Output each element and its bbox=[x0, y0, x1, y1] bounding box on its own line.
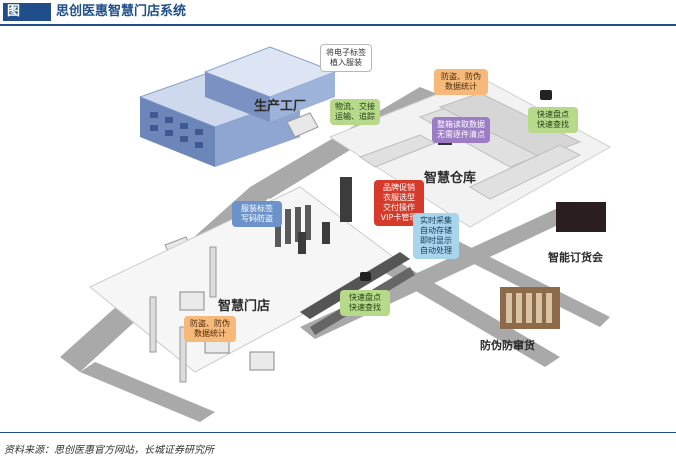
warehouse-label: 智慧仓库 bbox=[424, 171, 477, 186]
mannequin-icon bbox=[298, 177, 352, 254]
handheld-reader-icon bbox=[360, 272, 371, 281]
callout-quick-inventory-right: 快速盘点 快速查找 bbox=[528, 107, 578, 133]
footer-divider bbox=[0, 432, 676, 433]
smart-store-diagram: 生产工厂 智慧仓库 智慧门店 智能订货会 防伪防窜货 将电子标签 植入服装 物流… bbox=[0, 27, 676, 430]
road-right bbox=[420, 227, 610, 327]
diagram-illustration bbox=[60, 46, 612, 422]
callout-batch-read: 整箱读取数据 无需逐件清点 bbox=[432, 117, 490, 143]
callout-tag-implant: 将电子标签 植入服装 bbox=[320, 44, 372, 72]
road-lower-right bbox=[375, 257, 560, 367]
anti-counterfeit-label: 防伪防窜货 bbox=[480, 339, 535, 352]
callout-anti-theft-stats-store: 防盗、防伪 数据统计 bbox=[184, 316, 236, 342]
ordering-label: 智能订货会 bbox=[548, 251, 603, 264]
figure-title: 思创医惠智慧门店系统 bbox=[56, 4, 187, 19]
figure-header: 图 21： 思创医惠智慧门店系统 bbox=[0, 0, 676, 37]
ordering-event-photo bbox=[556, 202, 606, 232]
warehouse-shelves-icon bbox=[358, 92, 582, 200]
clothing-photo-detail bbox=[506, 293, 552, 323]
title-divider bbox=[0, 24, 676, 26]
handheld-reader-icon bbox=[540, 90, 552, 100]
callout-logistics: 物流、交接 运输、追踪 bbox=[330, 99, 380, 125]
callout-quick-inventory-store: 快速盘点 快速查找 bbox=[340, 290, 390, 316]
road-bottom-left bbox=[80, 362, 215, 422]
security-gate-icon bbox=[149, 246, 217, 383]
factory-label: 生产工厂 bbox=[254, 99, 307, 114]
store-label: 智慧门店 bbox=[218, 299, 271, 314]
callout-remove-tag: 服装标签 写码防盗 bbox=[232, 201, 282, 227]
callout-anti-theft-stats-top: 防盗、防伪 数据统计 bbox=[434, 69, 488, 95]
callout-realtime: 实时采集 自动存储 即时显示 自动处理 bbox=[413, 213, 459, 259]
factory-building-icon bbox=[138, 46, 337, 167]
source-note: 资料来源：思创医惠官方网站，长城证券研究所 bbox=[4, 445, 214, 456]
figure-number: 图 21： bbox=[3, 3, 51, 37]
